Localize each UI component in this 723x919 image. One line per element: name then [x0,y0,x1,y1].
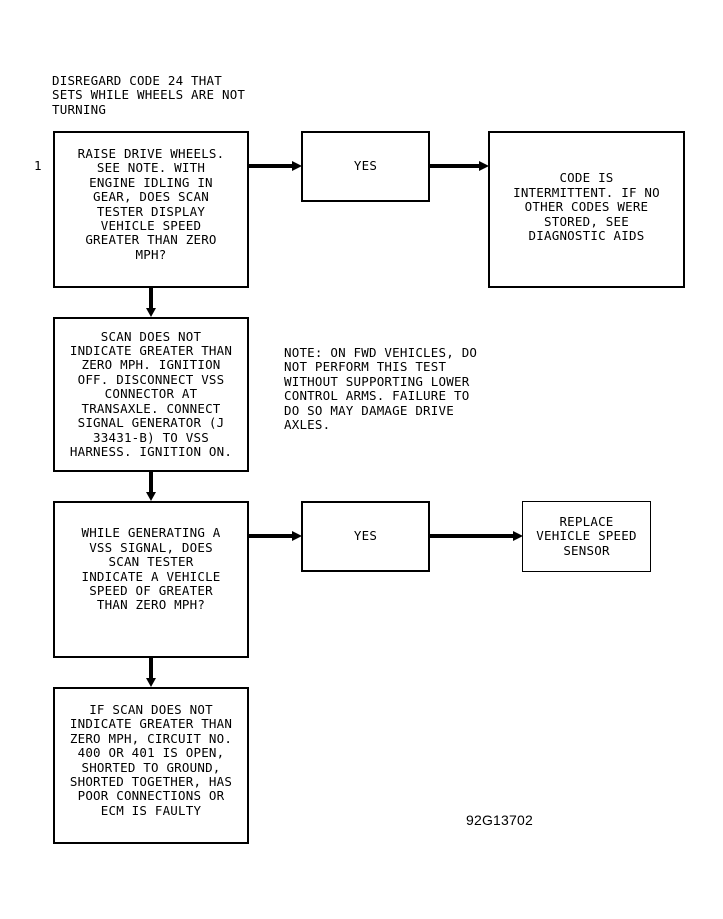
header-note: DISREGARD CODE 24 THAT SETS WHILE WHEELS… [52,73,246,117]
arrowhead [146,308,156,317]
replace-sensor-box: REPLACE VEHICLE SPEED SENSOR [522,501,651,572]
arrowhead [292,161,302,171]
scan-does-not-indicate-box: SCAN DOES NOT INDICATE GREATER THAN ZERO… [53,317,249,472]
arrowhead [292,531,302,541]
arrowhead [146,492,156,501]
fwd-vehicle-note: NOTE: ON FWD VEHICLES, DO NOT PERFORM TH… [284,345,478,433]
arrowhead [479,161,489,171]
final-diagnosis-box: IF SCAN DOES NOT INDICATE GREATER THAN Z… [53,687,249,844]
figure-id: 92G13702 [466,812,533,828]
yes-box-2: YES [301,501,430,572]
question-box-2: WHILE GENERATING A VSS SIGNAL, DOES SCAN… [53,501,249,658]
intermittent-box: CODE IS INTERMITTENT. IF NO OTHER CODES … [488,131,685,288]
question-box-1: RAISE DRIVE WHEELS. SEE NOTE. WITH ENGIN… [53,131,249,288]
arrowhead [146,678,156,687]
arrowhead [513,531,523,541]
yes-box-1: YES [301,131,430,202]
step-number: 1 [34,158,42,173]
